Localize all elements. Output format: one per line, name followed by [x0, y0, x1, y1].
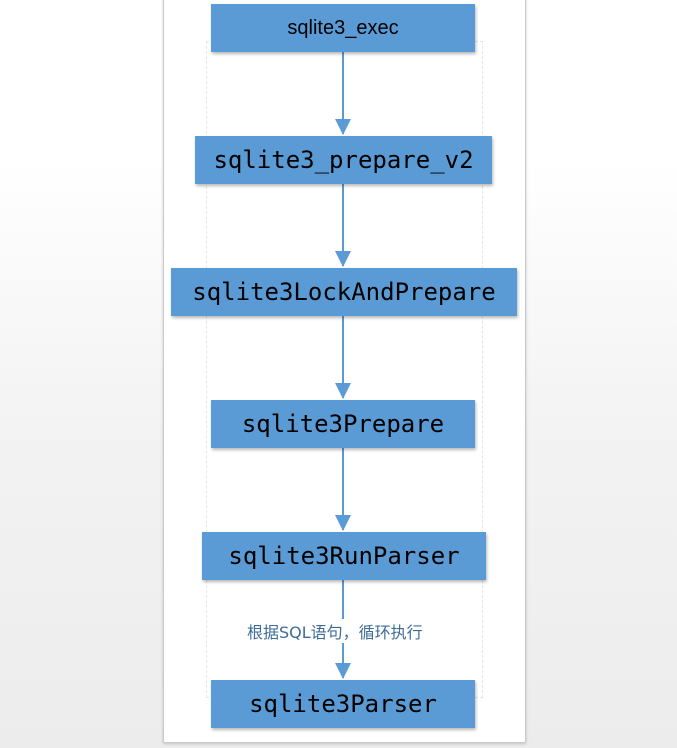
node-sqlite3-exec: sqlite3_exec — [211, 4, 475, 52]
edge-label-loop-execution: 根据SQL语句，循环执行 — [247, 619, 423, 643]
node-label: sqlite3_exec — [287, 16, 399, 39]
node-sqlite3-parser: sqlite3Parser — [211, 680, 475, 728]
node-sqlite3-prepare: sqlite3Prepare — [211, 400, 475, 448]
node-label: sqlite3LockAndPrepare — [192, 278, 496, 306]
node-sqlite3-run-parser: sqlite3RunParser — [202, 532, 486, 580]
node-label: sqlite3RunParser — [228, 542, 460, 570]
node-label: sqlite3Parser — [249, 690, 437, 718]
node-label: sqlite3_prepare_v2 — [213, 146, 474, 174]
node-sqlite3-prepare-v2: sqlite3_prepare_v2 — [195, 136, 492, 184]
node-sqlite3-lock-and-prepare: sqlite3LockAndPrepare — [171, 268, 517, 316]
node-label: sqlite3Prepare — [241, 410, 445, 438]
